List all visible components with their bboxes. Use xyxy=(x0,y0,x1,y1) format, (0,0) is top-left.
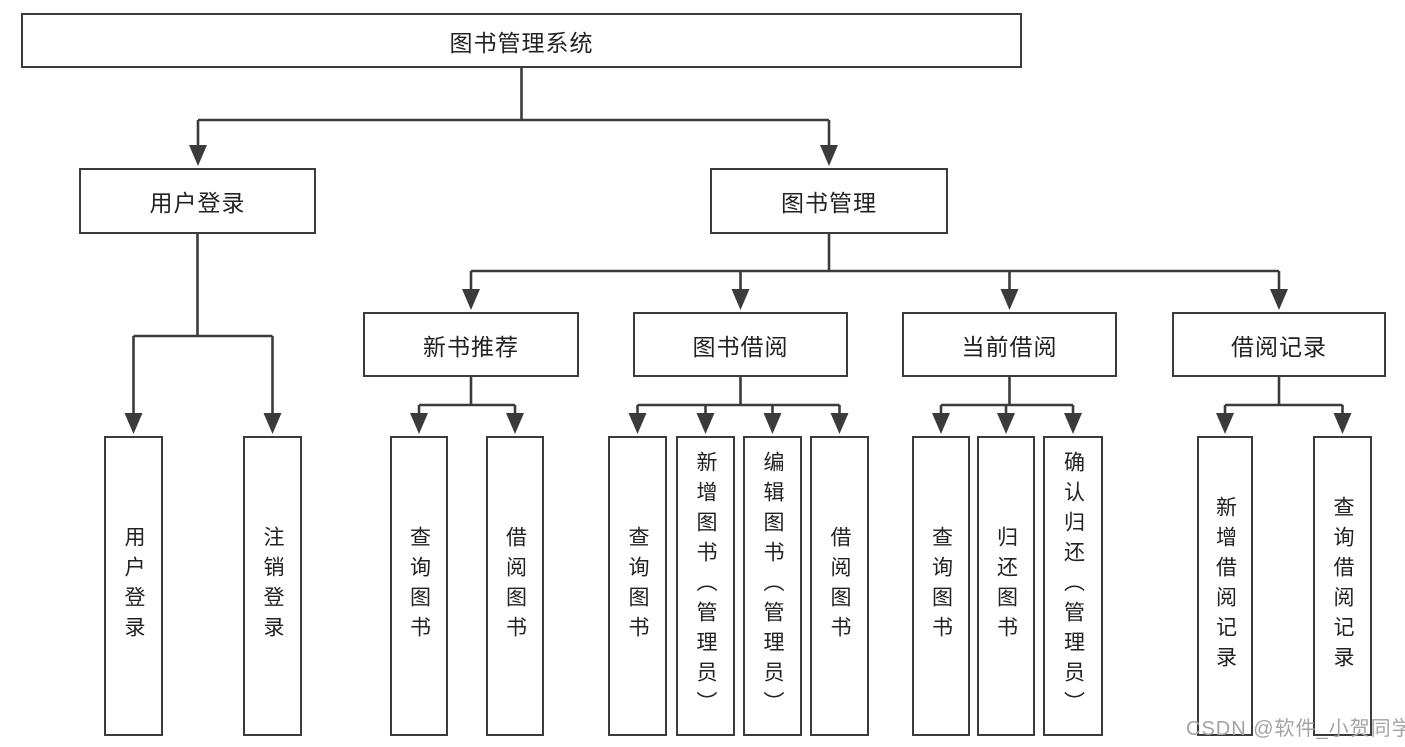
leaf-borrow-books-borrowing: 借阅图书 xyxy=(810,436,869,736)
arrowhead-icons xyxy=(124,145,1352,434)
leaf-user-login: 用户登录 xyxy=(104,436,163,736)
leaf-borrow-books-recommend: 借阅图书 xyxy=(486,436,544,736)
leaf-add-book-admin: 新增图书（管理员） xyxy=(676,436,735,736)
leaf-query-books-current: 查询图书 xyxy=(912,436,970,736)
leaf-confirm-return-admin: 确认归还（管理员） xyxy=(1043,436,1103,736)
node-current-borrowing: 当前借阅 xyxy=(902,312,1117,377)
node-new-book-recommendation: 新书推荐 xyxy=(363,312,579,377)
node-book-management: 图书管理 xyxy=(710,168,948,234)
leaf-query-borrow-record: 查询借阅记录 xyxy=(1313,436,1372,736)
leaf-edit-book-admin: 编辑图书（管理员） xyxy=(743,436,802,736)
leaf-logout: 注销登录 xyxy=(243,436,302,736)
leaf-return-book: 归还图书 xyxy=(977,436,1035,736)
leaf-query-books-recommend: 查询图书 xyxy=(390,436,448,736)
leaf-add-borrow-record: 新增借阅记录 xyxy=(1197,436,1253,736)
node-borrowing-records: 借阅记录 xyxy=(1172,312,1386,377)
node-library-management-system: 图书管理系统 xyxy=(21,13,1022,68)
leaf-query-books-borrowing: 查询图书 xyxy=(608,436,667,736)
node-book-borrowing: 图书借阅 xyxy=(633,312,848,377)
csdn-watermark: CSDN @软件_小贺同学 xyxy=(1186,718,1405,740)
node-user-login: 用户登录 xyxy=(79,168,316,234)
